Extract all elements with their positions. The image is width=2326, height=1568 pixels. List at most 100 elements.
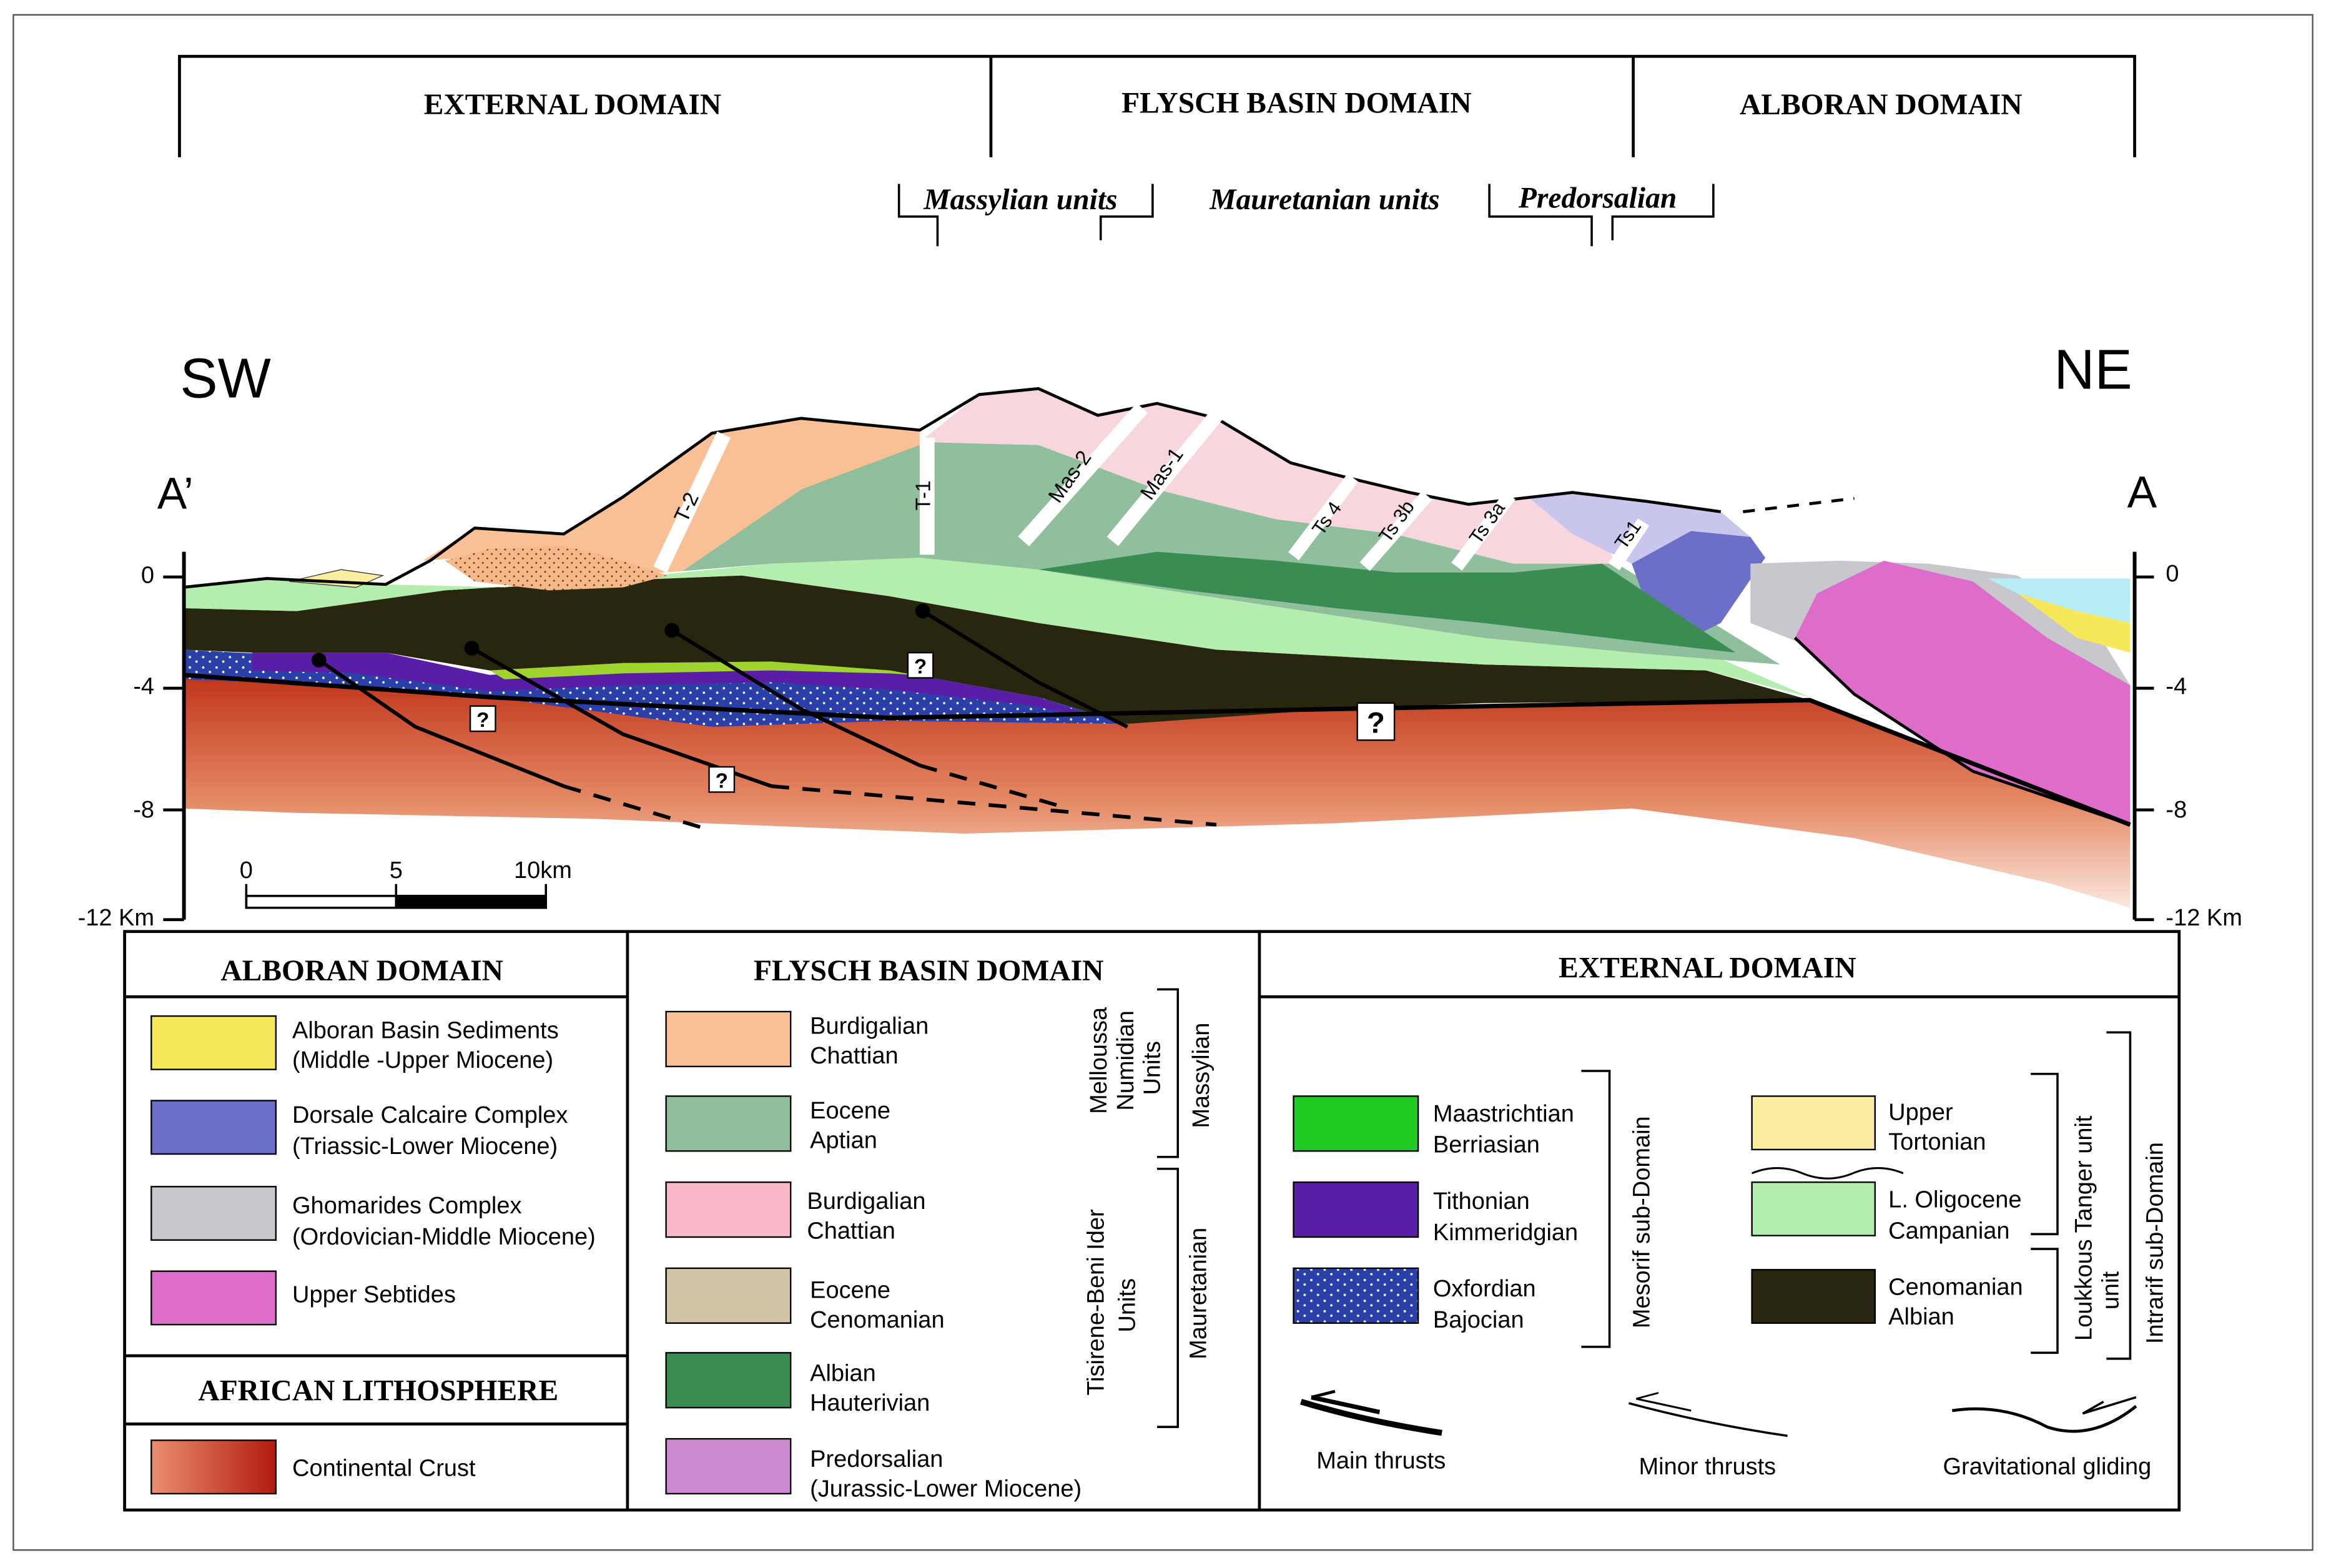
continental-crust	[182, 674, 2131, 908]
domain-header: EXTERNAL DOMAIN FLYSCH BASIN DOMAIN ALBO…	[178, 54, 2136, 157]
legend-item-sublabel: Kimmeridgian	[1433, 1220, 1578, 1246]
depth-tick-label: -8	[2166, 797, 2187, 823]
unknown-mark: ?	[476, 709, 489, 732]
legend-item-sublabel: Campanian	[1888, 1218, 2009, 1244]
scale-label: 5	[390, 857, 403, 884]
flysch-brackets	[1156, 988, 1180, 1428]
legend-item-sublabel: Chattian	[810, 1043, 899, 1069]
header-flysch-domain: FLYSCH BASIN DOMAIN	[1121, 87, 1471, 120]
legend-item-sublabel: (Middle -Upper Miocene)	[292, 1047, 553, 1073]
ne-label: NE	[2054, 338, 2132, 401]
legend-item-label: Oxfordian	[1433, 1276, 1536, 1302]
tisirene-label: Tisirene-Beni Ider	[1083, 1209, 1109, 1396]
melloussa-label: Melloussa	[1086, 1007, 1112, 1114]
legend-item-label: Cenomanian	[1888, 1275, 2023, 1301]
legend-item-sublabel: (Triassic-Lower Miocene)	[292, 1133, 558, 1160]
a-label: A	[2127, 467, 2157, 517]
mauretanian-units-label: Mauretanian units	[1209, 184, 1439, 216]
depth-tick-label: 0	[141, 563, 154, 589]
legend-item-label: Predorsalian	[810, 1446, 943, 1472]
legend-item-label: Upper Sebtides	[292, 1282, 456, 1308]
depth-tick-label: -4	[2166, 674, 2187, 700]
external-brackets	[2031, 1031, 2132, 1360]
massylian-units-label: Massylian units	[923, 184, 1117, 216]
well-t1-label: T-1	[912, 480, 935, 510]
legend-item-label: Maastrichtian	[1433, 1101, 1574, 1127]
legend-item-label: Eocene	[810, 1277, 890, 1303]
gravitational-gliding-label: Gravitational gliding	[1943, 1454, 2151, 1480]
legend-item-sublabel: (Ordovician-Middle Miocene)	[292, 1224, 596, 1250]
swatch-upper-tortonian	[1751, 1095, 1876, 1151]
topography-line	[182, 387, 1722, 589]
legend-alboran-title: ALBORAN DOMAIN	[220, 955, 503, 987]
oligocene-layer	[182, 558, 1810, 698]
header-alboran-domain: ALBORAN DOMAIN	[1740, 89, 2023, 121]
predorsalian-label: Predorsalian	[1518, 182, 1677, 215]
cenomanian-layer	[182, 575, 1810, 724]
depth-tick-label: -4	[133, 674, 154, 700]
albian-imbricates	[1038, 551, 1736, 653]
unconformity-symbol	[1752, 1167, 1904, 1180]
sebtides-body	[1795, 560, 2131, 825]
question-marks: ? ? ? ?	[469, 651, 1396, 793]
tisirene-units-label: Units	[1114, 1278, 1140, 1333]
legend-item-label: Burdigalian	[807, 1188, 925, 1215]
swatch-predorsalian	[665, 1437, 792, 1495]
numidian-label: Numidian	[1113, 1010, 1139, 1111]
legend-item-label: Albian	[810, 1360, 876, 1386]
legend-african-title: AFRICAN LITHOSPHERE	[198, 1374, 558, 1407]
depth-axis-left: 0 -4 -8 -12 Km	[78, 551, 186, 931]
mesorif-label: Mesorif sub-Domain	[1629, 1116, 1655, 1328]
legend-item-sublabel: Tortonian	[1888, 1129, 1986, 1155]
minor-thrusts-label: Minor thrusts	[1639, 1454, 1777, 1480]
unknown-mark: ?	[914, 655, 927, 678]
unknown-mark: ?	[1367, 706, 1385, 739]
loukkous-label: Loukkous Tanger unit	[2071, 1115, 2097, 1341]
legend-item-label: Burdigalian	[810, 1013, 929, 1040]
swatch-mauretanian-burdigalian	[665, 1181, 792, 1238]
scale-label: 10km	[514, 857, 572, 884]
swatch-sebtides	[150, 1270, 277, 1326]
swatch-oxfordian	[1293, 1267, 1419, 1324]
fault-tips	[311, 603, 930, 668]
depth-tick-label: -12 Km	[78, 905, 154, 931]
mauretanian-upper	[919, 388, 1617, 564]
depth-tick-label: -8	[133, 797, 154, 823]
legend-item-label: Alboran Basin Sediments	[292, 1018, 559, 1044]
unit-brackets	[897, 184, 1715, 247]
sand-pattern	[445, 546, 668, 591]
topography-dashed	[1743, 496, 1855, 513]
sea-body	[1988, 578, 2131, 623]
legend-item-sublabel: Aptian	[810, 1128, 877, 1154]
swatch-flysch-burdigalian	[665, 1010, 792, 1068]
a-prime-label: A’	[157, 469, 194, 519]
intrarif-label: Intrarif sub-Domain	[2142, 1142, 2169, 1344]
scale-label: 0	[240, 857, 253, 884]
burdigalian-body	[423, 418, 920, 576]
units-label: Units	[1140, 1041, 1166, 1095]
loukkous-unit-label: unit	[2097, 1271, 2124, 1309]
swatch-continental-crust	[150, 1439, 277, 1495]
swatch-flysch-eocene	[665, 1095, 792, 1152]
legend-item-label: L. Oligocene	[1888, 1187, 2021, 1213]
mauretanian-label: Mauretanian	[1185, 1228, 1211, 1359]
legend-external-title: EXTERNAL DOMAIN	[1559, 952, 1856, 984]
crust-top-line	[182, 673, 2131, 827]
legend-item-sublabel: Cenomanian	[810, 1307, 944, 1333]
sw-label: SW	[180, 347, 270, 410]
legend-flysch-title: FLYSCH BASIN DOMAIN	[754, 955, 1103, 987]
unknown-mark: ?	[716, 769, 728, 792]
legend-item-sublabel: Chattian	[807, 1218, 895, 1244]
swatch-mauretanian-eocene	[665, 1267, 792, 1324]
legend-item-sublabel: Bajocian	[1433, 1307, 1524, 1333]
legend-item-sublabel: (Jurassic-Lower Miocene)	[810, 1476, 1082, 1502]
depth-tick-label: -12 Km	[2166, 905, 2242, 931]
swatch-tithonian	[1293, 1181, 1419, 1238]
legend-item-label: Eocene	[810, 1098, 890, 1124]
minor-thrust-symbol	[1628, 1392, 1788, 1437]
legend-item-label: Continental Crust	[292, 1455, 476, 1481]
depth-tick-label: 0	[2166, 561, 2179, 587]
swatch-l-oligocene	[1751, 1181, 1876, 1236]
legend-item-sublabel: Berriasian	[1433, 1132, 1540, 1158]
